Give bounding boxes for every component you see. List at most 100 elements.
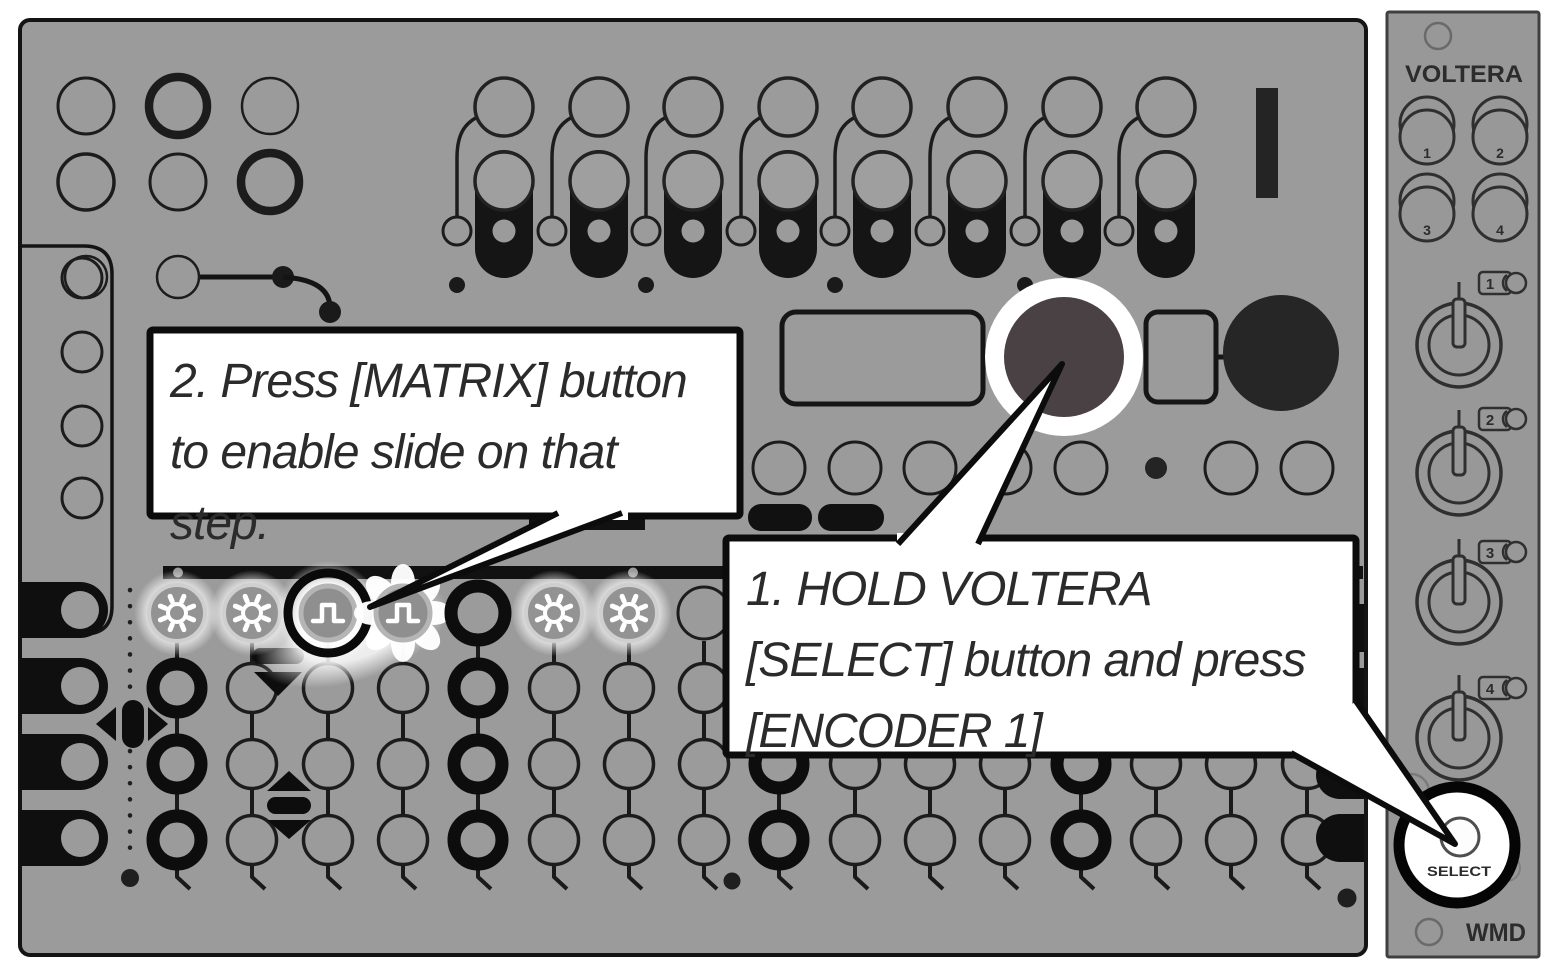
fader-cap[interactable] xyxy=(1135,150,1197,212)
fader-cap[interactable] xyxy=(1041,150,1103,212)
matrix-button-7[interactable] xyxy=(586,570,672,656)
matrix-button-face[interactable] xyxy=(599,583,659,643)
step-button[interactable] xyxy=(602,813,656,867)
step-button[interactable] xyxy=(225,737,279,791)
panel-knob[interactable] xyxy=(56,152,116,212)
channel-knob[interactable] xyxy=(1135,76,1197,138)
mid-nav-control[interactable] xyxy=(267,771,311,839)
step-button[interactable] xyxy=(1204,813,1258,867)
voltera-knob-3[interactable] xyxy=(1415,539,1503,646)
step-button[interactable] xyxy=(146,809,208,871)
channel-knob[interactable] xyxy=(757,76,819,138)
output-jack[interactable] xyxy=(61,591,99,629)
channel-knob[interactable] xyxy=(1041,76,1103,138)
round-button[interactable] xyxy=(1279,440,1335,496)
fader-cap[interactable] xyxy=(851,150,913,212)
matrix-button-5[interactable] xyxy=(444,579,512,647)
channel-jack[interactable] xyxy=(536,215,568,247)
panel-knob[interactable] xyxy=(148,152,208,212)
panel-knob-bold[interactable] xyxy=(144,72,212,140)
panel-knob[interactable] xyxy=(56,76,116,136)
step-button[interactable] xyxy=(602,737,656,791)
step-button[interactable] xyxy=(1050,809,1112,871)
voltera-knob-1[interactable] xyxy=(1415,282,1503,389)
step-button[interactable] xyxy=(527,737,581,791)
matrix-button-face[interactable] xyxy=(524,583,584,643)
channel-knob[interactable] xyxy=(662,76,724,138)
output-jack[interactable] xyxy=(61,667,99,705)
channel-jack[interactable] xyxy=(441,215,473,247)
matrix-button-2[interactable] xyxy=(209,570,295,656)
panel-knob-bold[interactable] xyxy=(236,148,304,216)
step-button[interactable] xyxy=(978,813,1032,867)
fader-cap[interactable] xyxy=(568,150,630,212)
encoder-body[interactable] xyxy=(1471,108,1529,166)
output-jack[interactable] xyxy=(61,743,99,781)
channel-jack[interactable] xyxy=(725,215,757,247)
step-button[interactable] xyxy=(527,661,581,715)
voltera-encoder-2[interactable]: 2 xyxy=(1471,95,1529,166)
fader-cap[interactable] xyxy=(757,150,819,212)
jack[interactable] xyxy=(60,404,104,448)
matrix-button-face[interactable] xyxy=(444,579,512,647)
voltera-knob-4[interactable] xyxy=(1415,675,1503,782)
encoder-body[interactable] xyxy=(1398,185,1456,243)
nav-up-arrow-icon[interactable] xyxy=(267,771,311,791)
jack[interactable] xyxy=(60,476,104,520)
output-jack[interactable] xyxy=(61,819,99,857)
step-button[interactable] xyxy=(602,661,656,715)
fader-cap[interactable] xyxy=(946,150,1008,212)
step-button[interactable] xyxy=(301,813,355,867)
jack[interactable] xyxy=(60,256,104,300)
encoder-2-knob[interactable] xyxy=(1223,295,1339,411)
step-button[interactable] xyxy=(447,733,509,795)
left-nav-control[interactable] xyxy=(96,700,168,748)
voltera-encoder-4[interactable]: 4 xyxy=(1471,172,1529,243)
knob-pointer[interactable] xyxy=(1451,554,1467,606)
matrix-button-face[interactable] xyxy=(222,583,282,643)
matrix-button-face[interactable] xyxy=(676,585,732,641)
step-button[interactable] xyxy=(376,661,430,715)
round-button[interactable] xyxy=(902,440,958,496)
step-button[interactable] xyxy=(677,661,731,715)
step-button[interactable] xyxy=(376,737,430,791)
step-button[interactable] xyxy=(376,813,430,867)
voltera-knob-2[interactable] xyxy=(1415,410,1503,517)
jack[interactable] xyxy=(60,330,104,374)
step-button[interactable] xyxy=(146,733,208,795)
fader-cap[interactable] xyxy=(473,150,535,212)
round-button[interactable] xyxy=(1053,440,1109,496)
channel-jack[interactable] xyxy=(1009,215,1041,247)
nav-pill[interactable] xyxy=(122,700,144,748)
knob-pointer[interactable] xyxy=(1451,425,1467,477)
nav-right-arrow-icon[interactable] xyxy=(148,707,168,741)
encoder-body[interactable] xyxy=(1471,185,1529,243)
step-button[interactable] xyxy=(1129,813,1183,867)
step-button[interactable] xyxy=(677,737,731,791)
step-button[interactable] xyxy=(447,657,509,719)
channel-jack[interactable] xyxy=(630,215,662,247)
voltera-encoder-3[interactable]: 3 xyxy=(1398,172,1456,243)
channel-knob[interactable] xyxy=(568,76,630,138)
step-button[interactable] xyxy=(828,813,882,867)
step-button[interactable] xyxy=(447,809,509,871)
matrix-button-face[interactable] xyxy=(298,583,358,643)
matrix-button-1[interactable] xyxy=(134,570,220,656)
step-button[interactable] xyxy=(527,813,581,867)
nav-pill[interactable] xyxy=(267,797,311,814)
channel-knob[interactable] xyxy=(946,76,1008,138)
round-button[interactable] xyxy=(751,440,807,496)
round-button[interactable] xyxy=(827,440,883,496)
round-button[interactable] xyxy=(1203,440,1259,496)
nav-down-arrow-icon[interactable] xyxy=(267,820,311,839)
voltera-encoder-1[interactable]: 1 xyxy=(1398,95,1456,166)
step-button[interactable] xyxy=(225,813,279,867)
step-button[interactable] xyxy=(677,813,731,867)
panel-knob[interactable] xyxy=(240,76,300,136)
jack[interactable] xyxy=(155,254,201,300)
step-button[interactable] xyxy=(301,737,355,791)
knob-pointer[interactable] xyxy=(1451,297,1467,349)
knob-pointer[interactable] xyxy=(1451,690,1467,742)
channel-knob[interactable] xyxy=(851,76,913,138)
matrix-button-3[interactable] xyxy=(276,561,380,665)
